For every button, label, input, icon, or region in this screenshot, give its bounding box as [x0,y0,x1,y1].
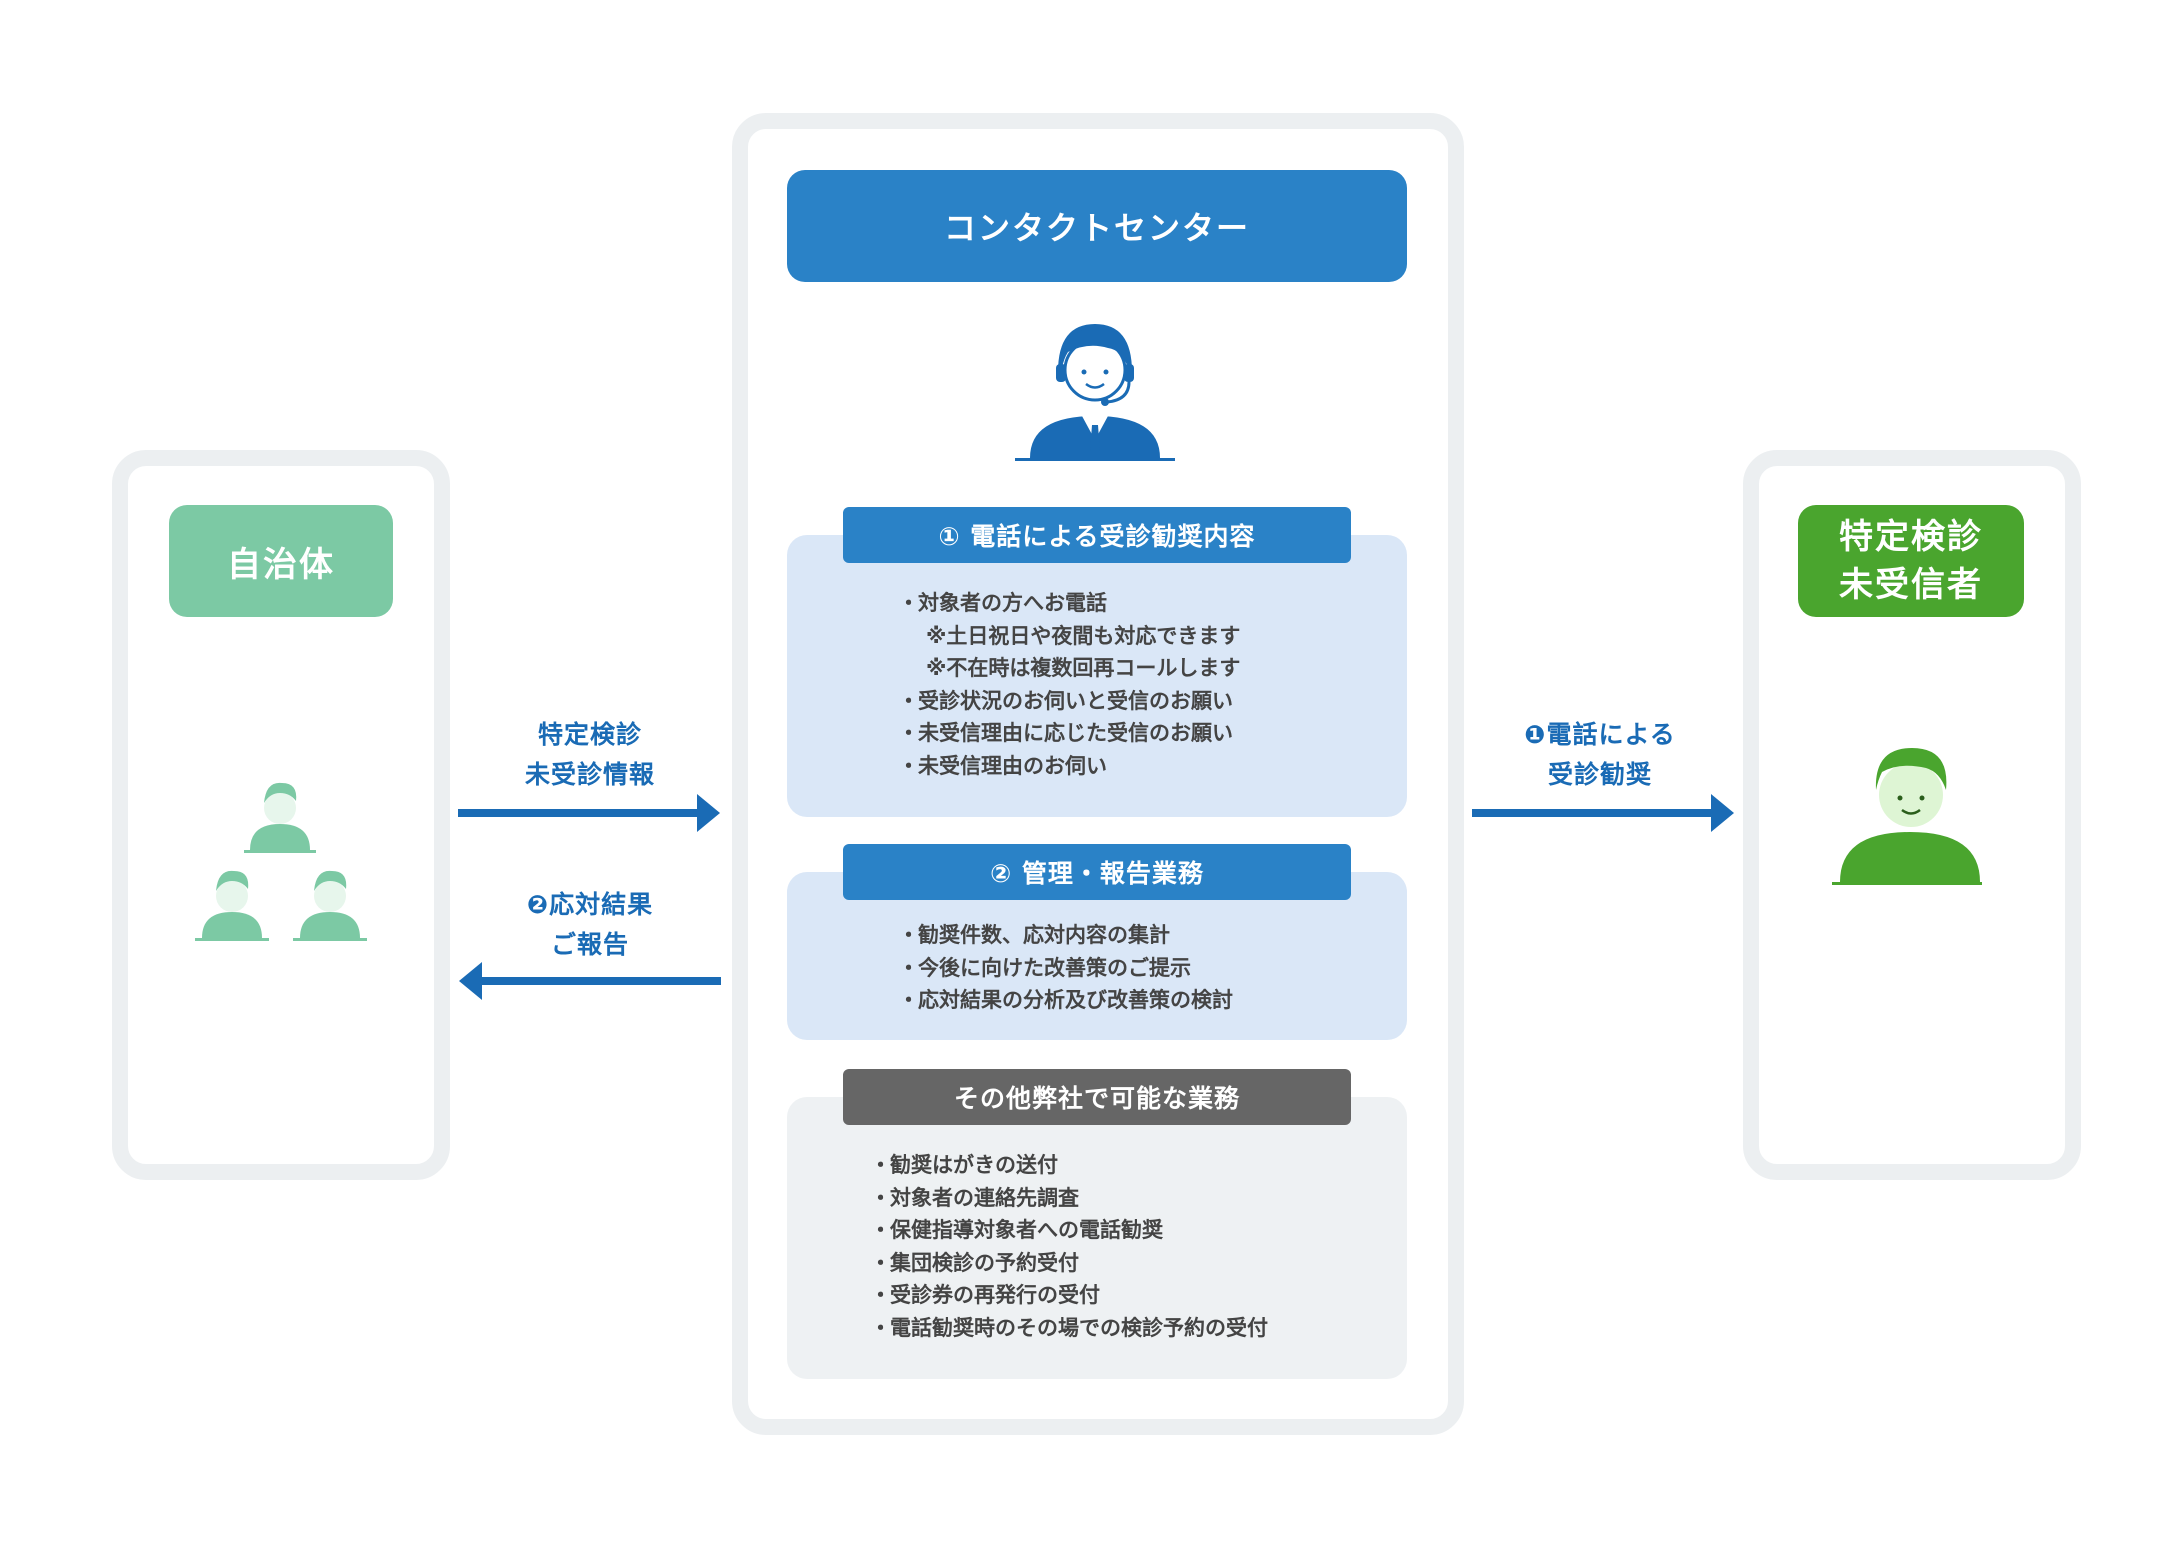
list-item: ・対象者の連絡先調査 [870,1185,1079,1210]
section2-panel [787,872,1407,1040]
section1-title: ① 電話による受診勧奨内容 [843,507,1351,563]
list-item: ・受診状況のお伺いと受信のお願い [898,688,1233,713]
list-item: ・対象者の方へお電話 [898,591,1107,615]
list-item-note: ※不在時は複数回再コールします [926,656,1241,680]
report-back-label: ❷応対結果 ご報告 [526,890,654,959]
list-item: ・集団検診の予約受付 [870,1250,1079,1275]
list-item: ・未受信理由に応じた受信のお願い [898,721,1233,745]
to-center-label: 特定検診 未受診情報 [524,720,655,789]
section2-title: ② 管理・報告業務 [843,844,1351,900]
section3-panel [787,1097,1407,1379]
section3-list: ・勧奨はがきの送付 ・対象者の連絡先調査 ・保健指導対象者への電話勧奨 ・集団検… [870,1149,1268,1344]
list-item: ・勧奨件数、応対内容の集計 [898,923,1170,947]
list-item: ・勧奨はがきの送付 [870,1153,1058,1177]
list-item: ・未受信理由のお伺い [898,753,1107,778]
section2-list: ・勧奨件数、応対内容の集計 ・今後に向けた改善策のご提示 ・応対結果の分析及び改… [898,919,1233,1017]
section1-list: ・対象者の方へお電話 ※土日祝日や夜間も対応できます ※不在時は複数回再コールし… [898,587,1240,782]
list-item: ・応対結果の分析及び改善策の検討 [898,988,1233,1012]
list-item: ・電話勧奨時のその場での検診予約の受付 [870,1315,1268,1340]
municipality-badge: 自治体 [169,505,393,617]
list-item-note: ※土日祝日や夜間も対応できます [926,623,1241,648]
target-person-badge: 特定検診 未受信者 [1798,505,2024,617]
call-target-label: ❶電話による 受診勧奨 [1524,720,1676,789]
list-item: ・受診券の再発行の受付 [870,1283,1100,1307]
section3-title: その他弊社で可能な業務 [843,1069,1351,1125]
section1-panel [787,535,1407,817]
list-item: ・今後に向けた改善策のご提示 [898,955,1191,980]
list-item: ・保健指導対象者への電話勧奨 [870,1218,1163,1242]
contact-center-title: コンタクトセンター [787,170,1407,282]
